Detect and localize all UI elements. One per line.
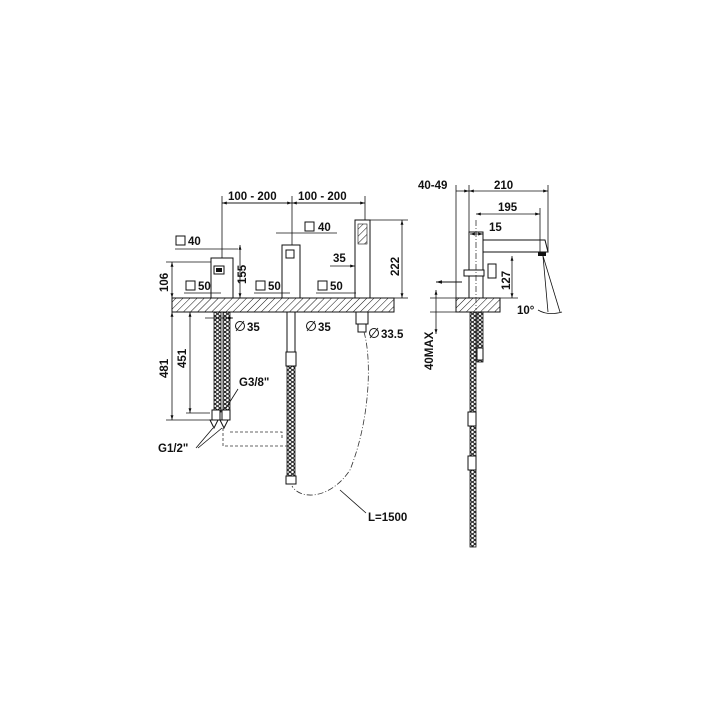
dim-hose-length: L=1500 bbox=[368, 512, 407, 524]
dim-40-max: 40MAX bbox=[424, 331, 436, 370]
square-symbol bbox=[304, 221, 315, 232]
spout-unit bbox=[281, 244, 301, 485]
dim-481: 481 bbox=[159, 358, 171, 378]
dim-square-50-shower: 50 bbox=[330, 281, 343, 293]
dim-square-50-mixer: 50 bbox=[198, 281, 211, 293]
side-spout-arm bbox=[482, 239, 549, 253]
dim-35-handle: 35 bbox=[333, 253, 346, 265]
dim-155: 155 bbox=[237, 264, 249, 284]
side-handle-lever bbox=[463, 269, 485, 277]
dim-451: 451 bbox=[177, 348, 189, 368]
front-view: 100 - 200 100 - 200 40 40 50 50 50 106 1… bbox=[158, 191, 408, 524]
dim-square-50-spout: 50 bbox=[268, 281, 281, 293]
dim-diameter-35-spout: 35 bbox=[318, 322, 331, 334]
mixer-unit bbox=[209, 257, 234, 430]
dim-angle-10-degrees: 10° bbox=[517, 305, 535, 317]
dim-g1-2-thread: G1/2" bbox=[158, 443, 188, 455]
dim-diameter-33-5: 33.5 bbox=[381, 329, 404, 341]
deck-surface bbox=[171, 297, 395, 313]
dim-195: 195 bbox=[498, 202, 518, 214]
hand-shower-unit bbox=[354, 219, 371, 333]
dim-127: 127 bbox=[501, 271, 513, 290]
dim-222: 222 bbox=[390, 257, 402, 276]
dim-100-200-right: 100 - 200 bbox=[298, 191, 347, 203]
dim-106: 106 bbox=[159, 273, 171, 292]
dim-15: 15 bbox=[489, 222, 502, 234]
side-deck-surface bbox=[455, 297, 501, 313]
dim-210: 210 bbox=[494, 180, 513, 192]
dim-100-200-left: 100 - 200 bbox=[228, 191, 277, 203]
side-view: 40-49 210 195 15 127 10° 40MAX bbox=[418, 180, 563, 548]
square-symbol bbox=[175, 235, 186, 246]
hidden-pipe-line bbox=[222, 428, 290, 447]
dim-g3-8-thread: G3/8" bbox=[239, 377, 269, 389]
dim-diameter-35-mixer: 35 bbox=[247, 322, 260, 334]
hose-loop bbox=[291, 331, 369, 496]
dim-square-40-mixer: 40 bbox=[188, 236, 201, 248]
dim-40-49: 40-49 bbox=[418, 180, 447, 192]
dim-square-40-spout: 40 bbox=[318, 222, 331, 234]
